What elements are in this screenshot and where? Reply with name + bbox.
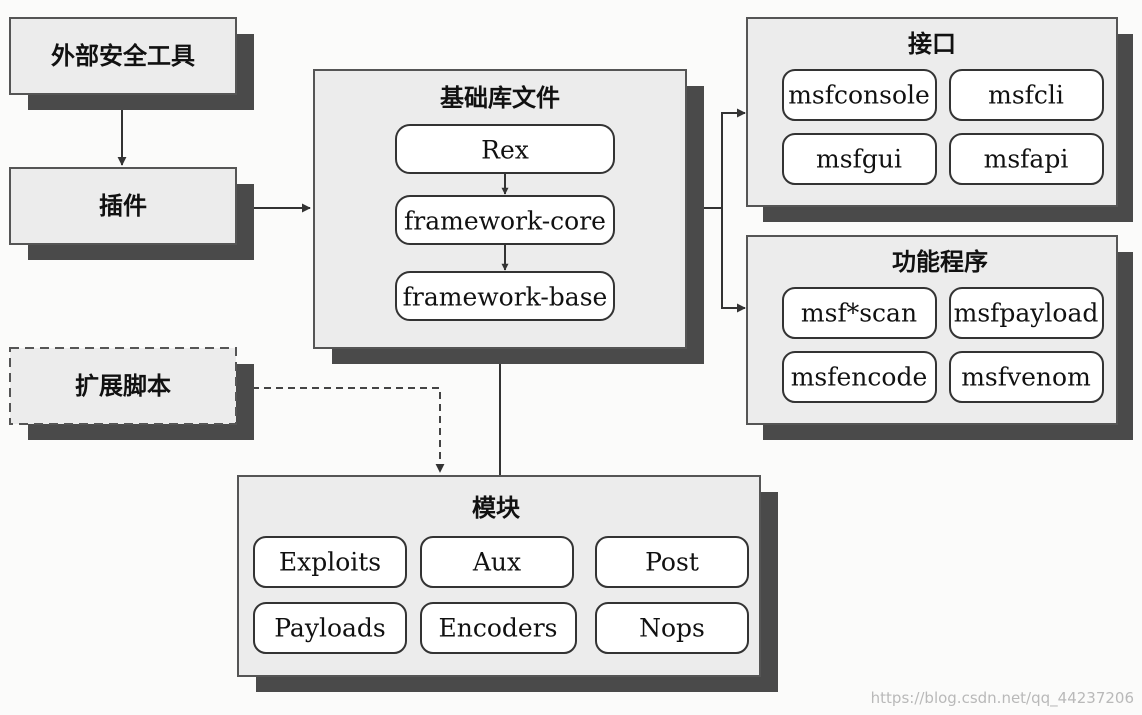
utility-item-msfpayload: msfpayload [949, 287, 1104, 339]
utility-item-msfencode: msfencode [782, 351, 937, 403]
external-tools-label: 外部安全工具 [51, 42, 195, 70]
edge-base-library-to-utilities [721, 208, 746, 313]
interface-item-msfgui: msfgui [782, 133, 937, 185]
modules-title: 模块 [472, 494, 520, 522]
module-item-aux: Aux [420, 536, 574, 588]
utilities-title: 功能程序 [892, 248, 988, 276]
msfconsole-label: msfconsole [788, 81, 930, 110]
payloads-label: Payloads [274, 614, 386, 643]
utility-item-msf-scan: msf*scan [782, 287, 937, 339]
msf-scan-label: msf*scan [801, 299, 917, 328]
exploits-label: Exploits [279, 548, 381, 577]
utility-item-msfvenom: msfvenom [949, 351, 1104, 403]
base-library-panel: 基础库文件 Rex framework-core framework-base [313, 69, 704, 364]
msfgui-label: msfgui [816, 145, 902, 174]
module-item-post: Post [595, 536, 749, 588]
post-label: Post [645, 548, 699, 577]
watermark: https://blog.csdn.net/qq_44237206 [871, 689, 1134, 708]
module-item-exploits: Exploits [253, 536, 407, 588]
module-item-payloads: Payloads [253, 602, 407, 654]
base-library-item-framework-core: framework-core [395, 195, 615, 245]
base-library-title: 基础库文件 [440, 84, 560, 112]
module-item-nops: Nops [595, 602, 749, 654]
plugins-label: 插件 [99, 192, 147, 220]
encoders-label: Encoders [439, 614, 558, 643]
utilities-panel: 功能程序 msf*scan msfpayload msfencode msfve… [746, 235, 1133, 440]
interface-item-msfcli: msfcli [949, 69, 1104, 121]
rex-label: Rex [481, 136, 529, 165]
interfaces-panel: 接口 msfconsole msfcli msfgui msfapi [746, 17, 1133, 222]
modules-panel: 模块 Exploits Aux Post Payloads Encoders N… [237, 475, 778, 692]
nops-label: Nops [639, 614, 705, 643]
framework-core-label: framework-core [404, 207, 606, 236]
interface-item-msfapi: msfapi [949, 133, 1104, 185]
msfencode-label: msfencode [791, 363, 928, 392]
extension-scripts-node: 扩展脚本 [9, 347, 254, 440]
plugins-node: 插件 [9, 167, 254, 260]
extension-scripts-label: 扩展脚本 [75, 372, 171, 400]
module-item-encoders: Encoders [420, 602, 577, 654]
aux-label: Aux [472, 548, 521, 577]
base-library-item-framework-base: framework-base [395, 271, 615, 321]
msfapi-label: msfapi [984, 145, 1069, 174]
msfcli-label: msfcli [988, 81, 1064, 110]
interface-item-msfconsole: msfconsole [782, 69, 937, 121]
edge-extension-scripts-to-modules [240, 387, 445, 473]
framework-base-label: framework-base [403, 283, 608, 312]
external-tools-node: 外部安全工具 [9, 17, 254, 110]
base-library-item-rex: Rex [395, 124, 615, 174]
interfaces-title: 接口 [908, 30, 956, 58]
msfpayload-label: msfpayload [954, 299, 1099, 328]
msfvenom-label: msfvenom [961, 363, 1091, 392]
